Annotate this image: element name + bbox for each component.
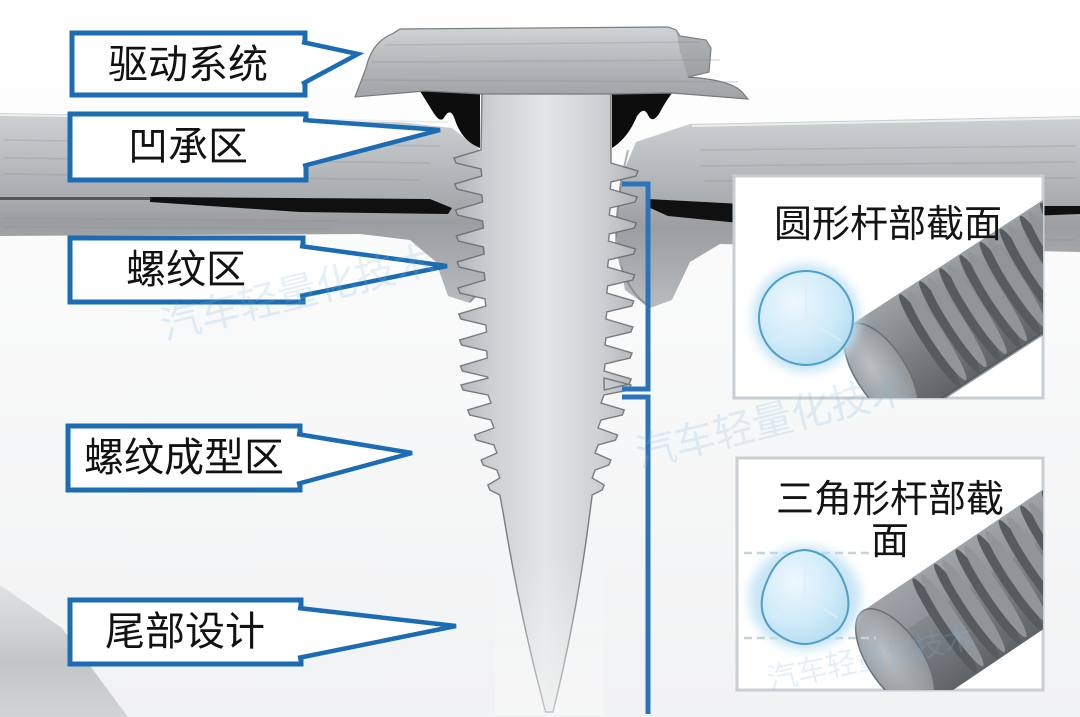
callout-tail-design-label: 尾部设计 <box>105 609 265 654</box>
left-plate-seam <box>150 197 452 214</box>
callout-thread-forming-zone: 螺纹成型区 <box>65 423 413 493</box>
round-section-icon <box>752 264 860 372</box>
tail-fade <box>495 555 603 715</box>
triangular-rod-3d <box>854 471 1043 690</box>
under-head-void-left <box>418 88 480 148</box>
thread-zone-bracket <box>622 181 651 392</box>
round-section-seams <box>770 277 842 342</box>
callout-bearing-recess-label: 凹承区 <box>128 124 248 169</box>
left-seam-line <box>0 197 152 200</box>
round-rod-bottom-edge <box>910 288 1043 398</box>
head-step-shading <box>676 30 711 77</box>
triangular-panel-title-line1: 三角形杆部截 <box>776 479 1004 521</box>
round-panel-title: 圆形杆部截面 <box>774 204 1002 246</box>
right-plate-highlight <box>691 117 1080 127</box>
triangular-panel-title-line2: 面 <box>871 521 909 563</box>
inset-panel-round: 圆形杆部截面 <box>732 174 1045 400</box>
callout-drive-system-label: 驱动系统 <box>108 42 268 87</box>
triangular-rod-end-face <box>854 608 936 690</box>
triangular-rod-threads <box>912 491 1043 674</box>
callout-tail-design: 尾部设计 <box>67 597 457 667</box>
round-rod-3d <box>843 195 1043 398</box>
zone-brackets <box>622 181 651 714</box>
callout-thread-zone: 螺纹区 <box>67 235 448 305</box>
callout-thread-zone-label: 螺纹区 <box>126 247 246 292</box>
callout-thread-forming-zone-label: 螺纹成型区 <box>84 435 284 480</box>
head-texture-lines <box>361 41 739 83</box>
callout-bearing-recess: 凹承区 <box>67 111 441 183</box>
triangular-section-icon <box>749 546 861 650</box>
triangular-section-seams <box>771 556 839 619</box>
round-rod-threads <box>898 202 1043 387</box>
screw-cross-section <box>354 26 750 715</box>
under-head-void-right <box>612 88 676 148</box>
mount-corner-shading <box>0 585 128 717</box>
callout-drive-system: 驱动系统 <box>69 30 365 98</box>
forming-zone-bracket <box>622 394 651 714</box>
screw-head <box>354 26 750 100</box>
inset-panel-triangular: 三角形杆部截 面 <box>735 456 1045 692</box>
